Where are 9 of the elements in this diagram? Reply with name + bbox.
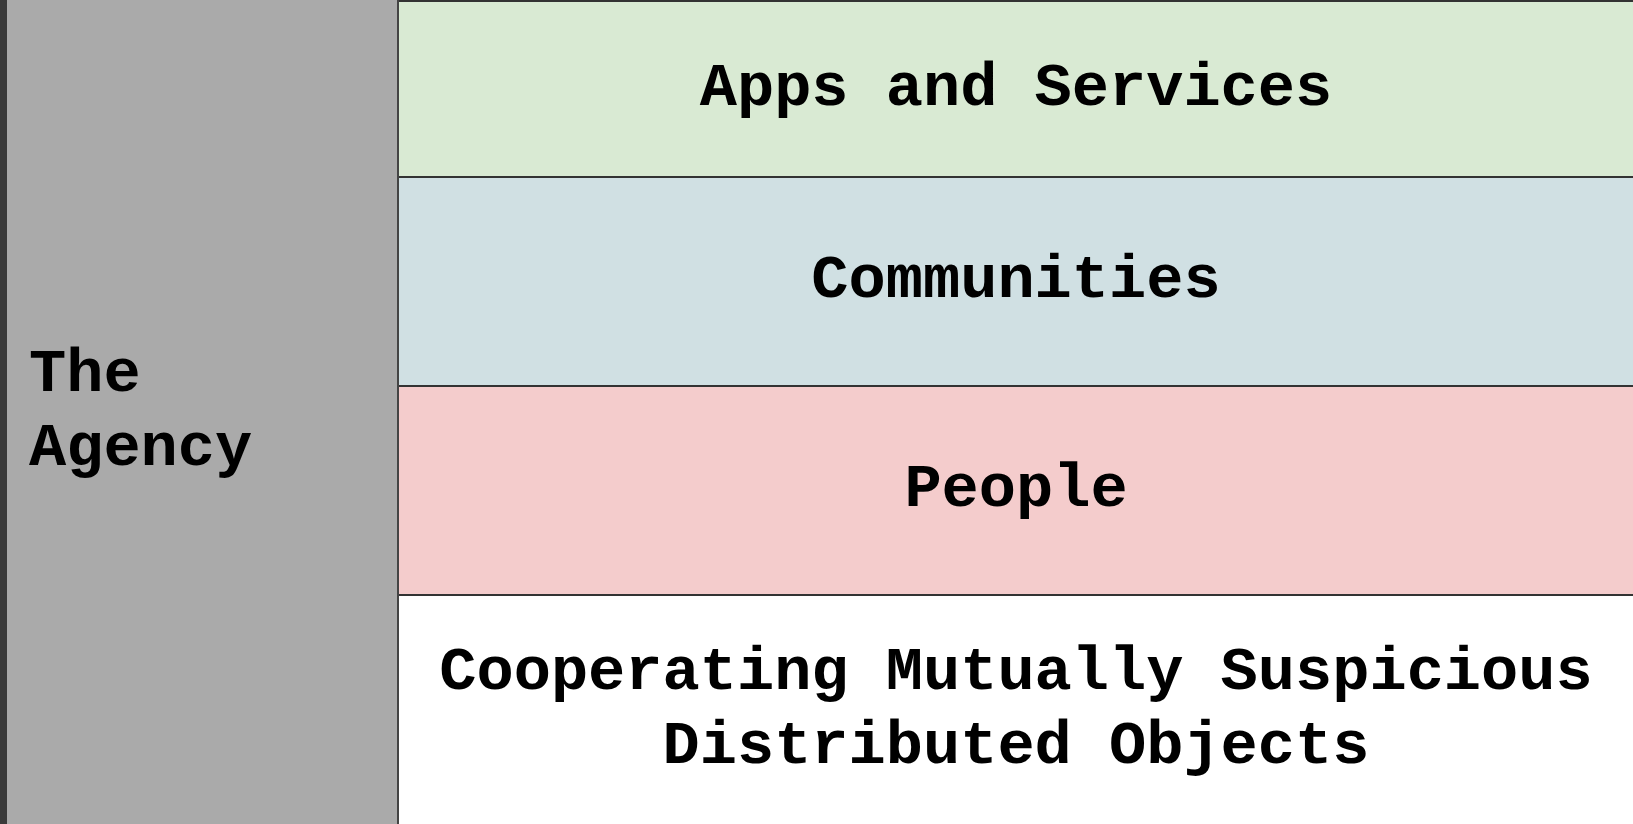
layer-band: [399, 0, 1633, 178]
side-label: The Agency: [29, 337, 254, 486]
layer-label: Apps and Services: [699, 51, 1333, 126]
layer-label: Cooperating Mutually Suspicious Distributed Objects: [438, 635, 1594, 784]
layer-band: [399, 178, 1633, 387]
layer-label: Communities: [811, 244, 1221, 319]
layer-label: People: [904, 453, 1128, 528]
layer-band: [399, 387, 1633, 596]
side-band: [0, 0, 399, 824]
